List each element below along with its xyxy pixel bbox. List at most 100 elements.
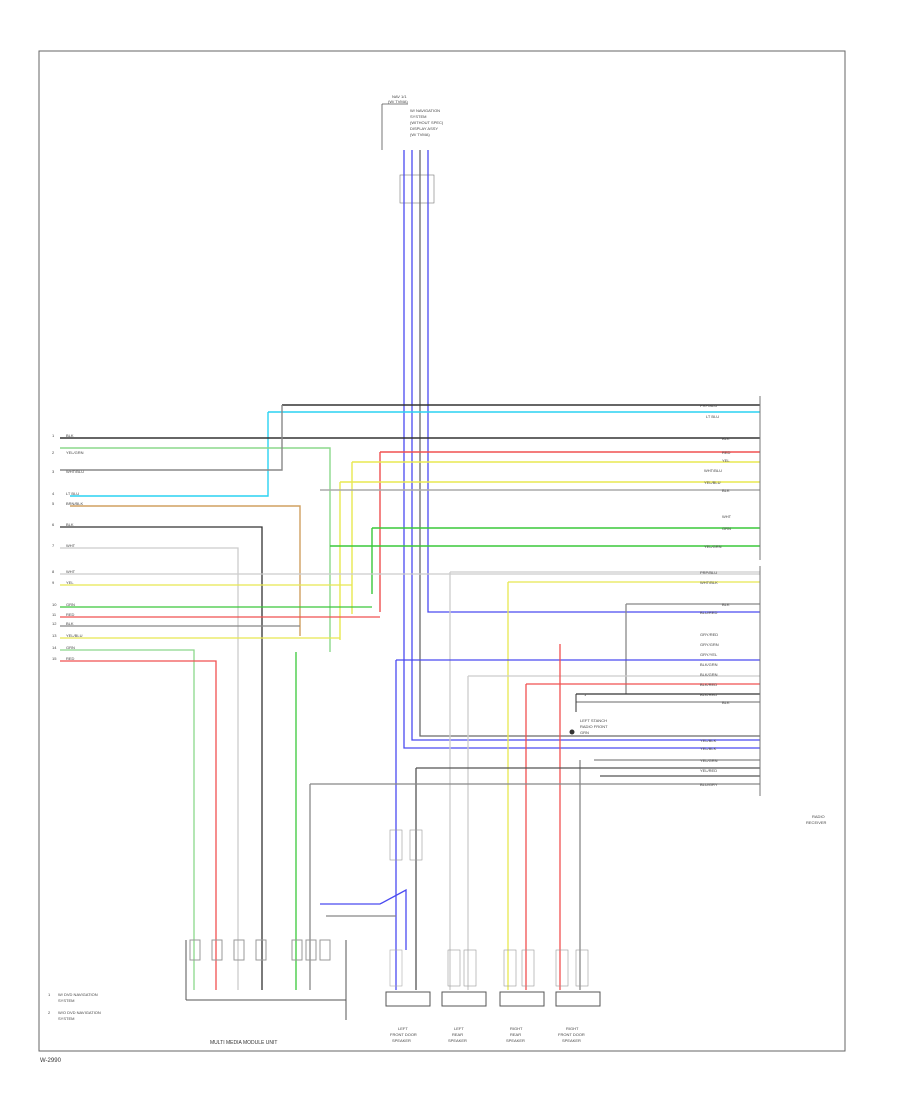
speaker-line-3: SPEAKER: [506, 1038, 525, 1043]
speaker-line-3: SPEAKER: [448, 1038, 467, 1043]
ground-note: 1 LEFT STANCH RADIO FRONT GRN: [569, 692, 608, 735]
speaker: RIGHT FRONT DOOR SPEAKER: [555, 991, 601, 1043]
speaker-line-1: LEFT: [454, 1026, 464, 1031]
right-wire-label: GRY/RED: [700, 632, 718, 637]
top-connector-note-1: W/ NAVIGATION: [410, 108, 440, 113]
left-wire-num: 8: [52, 569, 55, 574]
left-wire-labels: BLK YEL/GRN WHT/BLU LT BLU BRN/BLK BLK W…: [52, 433, 84, 661]
note-num: 2: [48, 1010, 51, 1015]
left-wire-num: 14: [52, 645, 57, 650]
left-wire-num: 12: [52, 621, 57, 626]
left-wire-label: GRN: [66, 645, 75, 650]
right-wire-label: GRY/YEL: [700, 652, 718, 657]
ground-note-line-1: LEFT STANCH: [580, 718, 607, 723]
right-wire-labels-a: PRP/BLU LT BLU BLK RED WHT/BLU YEL YEL/B…: [700, 403, 732, 549]
right-wire-label: BLU/RED: [700, 610, 717, 615]
bottom-connector-label: MULTI MEDIA MODULE UNIT: [210, 1040, 277, 1046]
left-wire-label: GRN: [66, 602, 75, 607]
radio-receiver-line-1: RADIO: [812, 814, 825, 819]
right-wire-label: YEL/BLK: [700, 746, 717, 751]
left-wire-num: 13: [52, 633, 57, 638]
left-wire-num: 3: [52, 469, 55, 474]
ground-note-num: 1: [584, 692, 587, 697]
left-wire-label: YEL: [66, 580, 74, 585]
left-wire-label: BLK: [66, 433, 74, 438]
right-wire-label: YEL/GRN: [704, 544, 722, 549]
right-wire-label: PRP/BLU: [700, 570, 717, 575]
note-line-2: SYSTEM: [58, 998, 74, 1003]
right-wire-label: WHT: [722, 514, 732, 519]
top-connector-note-2: SYSTEM: [410, 114, 426, 119]
right-wire-label: GRN: [722, 526, 731, 531]
right-wire-label: YEL/BLK: [700, 738, 717, 743]
right-wire-label: PRP/BLU: [700, 403, 717, 408]
footer-code: W-2990: [40, 1058, 62, 1064]
speaker-line-3: SPEAKER: [562, 1038, 581, 1043]
top-connector-title-1: NAV 1/1: [392, 94, 407, 99]
left-wire-label: WHT: [66, 543, 76, 548]
speaker: LEFT FRONT DOOR SPEAKER: [385, 949, 431, 1043]
left-wire-num: 15: [52, 656, 57, 661]
left-wire-label: WHT: [66, 569, 76, 574]
note-line-1: W/O DVD NAVIGATION: [58, 1010, 101, 1015]
left-wire-num: 10: [52, 602, 57, 607]
right-wire-label: BLK/GRN: [700, 662, 718, 667]
left-wire-label: WHT/BLU: [66, 469, 84, 474]
left-wire-num: 5: [52, 501, 55, 506]
speaker-line-1: RIGHT: [566, 1026, 579, 1031]
right-module-wires: [310, 571, 760, 990]
right-wire-label: BLK: [722, 488, 730, 493]
right-wire-label: BLK: [722, 436, 730, 441]
right-wire-label: YEL/GRN: [700, 758, 718, 763]
note-line-2: SYSTEM: [58, 1016, 74, 1021]
note-num: 1: [48, 992, 51, 997]
left-wire-label: RED: [66, 612, 75, 617]
right-wire-label: BLK: [722, 700, 730, 705]
left-harness-wires: [60, 526, 760, 990]
right-wire-label: BLK/GRN: [700, 672, 718, 677]
top-bus-wires: [403, 150, 760, 749]
right-wire-label: GRY/GRN: [700, 642, 719, 647]
ground-note-line-2: RADIO FRONT: [580, 724, 608, 729]
speaker-line-2: FRONT DOOR: [558, 1032, 585, 1037]
radio-receiver-line-2: RECEIVER: [806, 820, 827, 825]
speaker-line-2: REAR: [452, 1032, 463, 1037]
right-wire-label: BLK/RED: [700, 692, 717, 697]
left-wire-label: BRN/BLK: [66, 501, 83, 506]
speaker-line-1: RIGHT: [510, 1026, 523, 1031]
left-wire-label: YEL/BLU: [66, 633, 83, 638]
diagram-frame: [38, 50, 846, 1052]
left-wire-label: RED: [66, 656, 75, 661]
speaker-line-2: REAR: [510, 1032, 521, 1037]
right-wire-label: LT BLU: [706, 414, 719, 419]
speaker-line-2: FRONT DOOR: [390, 1032, 417, 1037]
top-connector: NAV 1/1 (W/ TVMA) W/ NAVIGATION SYSTEM (…: [381, 94, 444, 204]
right-wire-label: YEL/RED: [700, 768, 717, 773]
notes: 1 W/ DVD NAVIGATION SYSTEM 2 W/O DVD NAV…: [48, 992, 101, 1021]
left-wire-num: 11: [52, 612, 57, 617]
bottom-connector: MULTI MEDIA MODULE UNIT: [185, 939, 347, 1046]
speaker: LEFT REAR SPEAKER: [441, 991, 487, 1043]
top-horizontal-wires: [60, 404, 760, 652]
top-connector-note-4: DISPLAY ASSY: [410, 126, 438, 131]
speaker-line-3: SPEAKER: [392, 1038, 411, 1043]
right-wire-label: BLK/RED: [700, 682, 717, 687]
note-line-1: W/ DVD NAVIGATION: [58, 992, 98, 997]
left-wire-num: 9: [52, 580, 55, 585]
left-wire-label: BLK: [66, 621, 74, 626]
top-connector-note-5: (W/ TVMA): [410, 132, 430, 137]
right-wire-label: RED: [722, 450, 731, 455]
right-wire-label: WHT/BLK: [700, 580, 718, 585]
left-wire-label: YEL/GRN: [66, 450, 84, 455]
right-wire-labels-b: PRP/BLU WHT/BLK BLK BLU/RED GRY/RED GRY/…: [700, 570, 730, 787]
left-wire-label: LT BLU: [66, 491, 79, 496]
radio-receiver-label: RADIO RECEIVER: [806, 814, 827, 825]
top-connector-title-2: (W/ TVMA): [388, 99, 408, 104]
right-wire-label: BLK: [722, 602, 730, 607]
left-wire-label: BLK: [66, 522, 74, 527]
speaker: RIGHT REAR SPEAKER: [499, 991, 545, 1043]
left-wire-num: 1: [52, 433, 55, 438]
left-wire-num: 4: [52, 491, 55, 496]
left-wire-num: 7: [52, 543, 55, 548]
right-wire-label: YEL/BLU: [704, 480, 721, 485]
